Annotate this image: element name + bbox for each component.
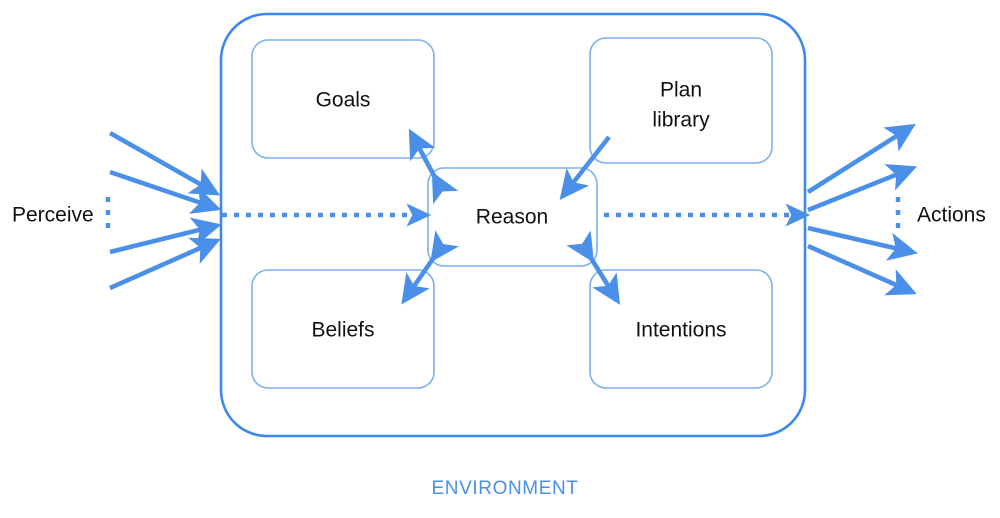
node-intentions[interactable]: Intentions [589, 269, 773, 389]
actions-arrow-3 [807, 225, 918, 261]
actions-arrow-4 [807, 243, 917, 296]
node-goals[interactable]: Goals [251, 39, 435, 159]
intentions-label: Intentions [635, 319, 726, 342]
goals-reason-connector [408, 128, 459, 205]
beliefs-reason-connector [401, 230, 459, 305]
environment-caption: ENVIRONMENT [432, 478, 579, 499]
node-plan-library[interactable]: Plan library [589, 37, 773, 164]
beliefs-label: Beliefs [311, 319, 374, 342]
plan-library-label-line1: Plan [660, 79, 702, 102]
goals-label: Goals [316, 89, 371, 112]
perceive-label: Perceive [12, 204, 94, 227]
reason-label: Reason [476, 206, 548, 229]
perceive-arrow-group [108, 130, 222, 291]
intentions-reason-connector [566, 230, 620, 305]
plan-library-box[interactable] [589, 37, 773, 164]
actions-arrow-2 [807, 164, 918, 213]
goals-box[interactable] [251, 39, 435, 159]
perceive-arrow-4 [109, 237, 221, 291]
actions-arrow-group [806, 123, 918, 296]
perceive-arrow-1 [108, 130, 221, 196]
perceive-arrow-3 [109, 217, 222, 255]
beliefs-box[interactable] [251, 269, 435, 389]
plan-library-reason-connector [559, 135, 611, 200]
plan-library-label-line2: library [652, 109, 710, 132]
actions-arrow-1 [806, 123, 916, 194]
perceive-arrow-2 [109, 169, 222, 214]
actions-label: Actions [917, 204, 986, 227]
node-beliefs[interactable]: Beliefs [251, 269, 435, 389]
intentions-box[interactable] [589, 269, 773, 389]
node-reason[interactable]: Reason [427, 167, 598, 267]
